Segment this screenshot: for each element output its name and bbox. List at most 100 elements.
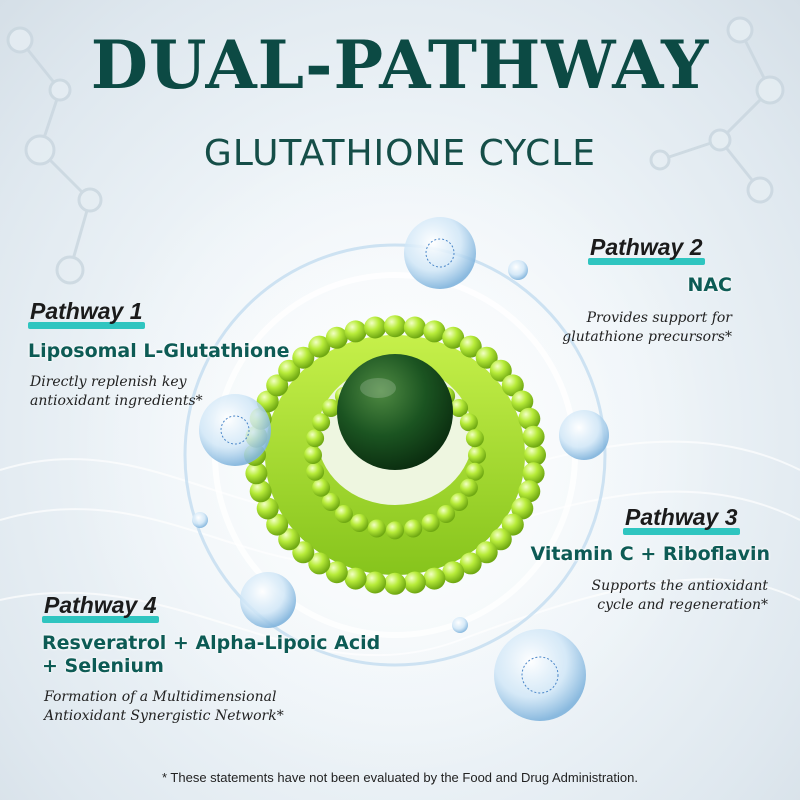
pathway-1-desc-line: antioxidant ingredients*: [30, 392, 203, 409]
lipid-head-outer: [266, 513, 289, 536]
lipid-head-outer: [442, 561, 465, 584]
pathway-2-desc-line: Provides support for: [586, 310, 732, 326]
bubble-top: [404, 217, 476, 289]
lipid-head-outer: [325, 326, 348, 349]
pathway-4-name-line: + Selenium: [42, 654, 164, 677]
lipid-head-inner: [312, 413, 331, 432]
page-title: DUAL-PATHWAY: [90, 26, 710, 104]
lipid-head-outer: [384, 315, 406, 338]
lipid-head-outer: [442, 326, 465, 349]
lipid-head-outer: [522, 462, 545, 485]
lipid-head-outer: [249, 480, 272, 503]
pathway-2-tag-label: Pathway 2: [590, 234, 703, 260]
pathway-1-desc: Directly replenish key antioxidant ingre…: [30, 373, 203, 411]
lipid-head-outer: [364, 571, 387, 594]
pathway-2-desc-line: glutathione precursors*: [562, 328, 732, 345]
lipid-head-outer: [518, 480, 541, 503]
lipid-head-outer: [266, 374, 289, 397]
pathway-4-desc: Formation of a Multidimensional Antioxid…: [44, 688, 284, 726]
lipid-head-outer: [384, 572, 406, 595]
lipid-head-outer: [308, 335, 331, 358]
pathway-2-desc: Provides support for glutathione precurs…: [562, 309, 732, 347]
pathway-3-desc-line: Supports the antioxidant: [591, 578, 768, 594]
pathway-1-desc-line: Directly replenish key: [30, 374, 187, 390]
lipid-head-outer: [501, 374, 524, 397]
lipid-head-inner: [367, 519, 386, 538]
lipid-head-outer: [256, 497, 279, 520]
lipid-head-outer: [292, 346, 315, 369]
lipid-head-inner: [306, 429, 325, 448]
bubble-tiny-3: [192, 512, 208, 528]
bubble-lower-left: [240, 572, 296, 628]
lipid-head-inner: [468, 446, 486, 464]
bubble-left: [199, 394, 271, 466]
lipid-head-inner: [306, 462, 325, 481]
lipid-head-inner: [312, 478, 331, 497]
pathway-4-tag-label: Pathway 4: [44, 592, 157, 618]
pathway-4-underline: [42, 616, 159, 623]
glutathione-core: [337, 354, 453, 470]
lipid-head-inner: [321, 493, 340, 511]
lipid-head-inner: [386, 521, 404, 540]
lipid-head-outer: [475, 346, 498, 369]
lipid-head-outer: [518, 407, 541, 430]
pathway-3-underline: [623, 528, 740, 535]
pathway-4-name-line: Resveratrol + Alpha-Lipoic Acid: [42, 632, 381, 654]
page-subtitle: GLUTATHIONE CYCLE: [203, 133, 597, 174]
lipid-head-outer: [344, 567, 367, 590]
lipid-head-outer: [511, 497, 534, 520]
lipid-head-inner: [334, 505, 353, 523]
pathway-4-tag: Pathway 4: [42, 592, 159, 623]
lipid-head-outer: [423, 320, 446, 343]
lipid-head-outer: [278, 528, 301, 551]
pathway-3-tag: Pathway 3: [623, 504, 740, 535]
lipid-head-inner: [465, 462, 484, 481]
lipid-head-outer: [501, 513, 524, 536]
pathway-1-tag-label: Pathway 1: [30, 298, 143, 324]
pathway-2-tag: Pathway 2: [588, 234, 705, 265]
pathway-2-underline: [588, 258, 705, 265]
pathway-1-name: Liposomal L-Glutathione: [28, 340, 290, 362]
pathway-4-desc-line: Formation of a Multidimensional: [44, 689, 277, 705]
pathway-4-desc-line: Antioxidant Synergistic Network*: [44, 707, 284, 724]
lipid-head-outer: [489, 528, 512, 551]
lipid-head-outer: [475, 541, 498, 564]
bubble-tiny-1: [508, 260, 528, 280]
lipid-head-outer: [459, 335, 482, 358]
bubble-tiny-2: [452, 617, 468, 633]
pathway-3-desc-line: cycle and regeneration*: [597, 596, 768, 613]
pathway-3-tag-label: Pathway 3: [625, 504, 738, 530]
lipid-head-outer: [245, 462, 268, 485]
lipid-head-outer: [292, 541, 315, 564]
lipid-head-outer: [308, 552, 331, 575]
lipid-head-inner: [459, 478, 478, 497]
molecule-lattice-right: [649, 16, 785, 204]
lipid-head-inner: [421, 514, 440, 532]
pathway-4-name: Resveratrol + Alpha-Lipoic Acid + Seleni…: [42, 632, 380, 678]
pathway-2-name: NAC: [687, 274, 732, 296]
lipid-head-inner: [465, 429, 484, 448]
bubble-right-small: [559, 410, 609, 460]
lipid-head-outer: [344, 320, 367, 343]
lipid-head-inner: [404, 519, 423, 538]
pathway-3-desc: Supports the antioxidant cycle and regen…: [591, 577, 768, 615]
lipid-head-outer: [489, 359, 512, 382]
lipid-head-inner: [450, 493, 469, 511]
lipid-head-outer: [524, 444, 546, 466]
fda-disclaimer: * These statements have not been evaluat…: [161, 770, 638, 785]
pathway-1-underline: [28, 322, 145, 329]
lipid-head-outer: [278, 359, 301, 382]
pathway-3-name: Vitamin C + Riboflavin: [530, 543, 770, 565]
lipid-head-inner: [350, 514, 369, 532]
lipid-head-outer: [364, 316, 387, 339]
lipid-head-inner: [304, 446, 322, 464]
lipid-head-outer: [459, 552, 482, 575]
bubble-lower-right: [494, 629, 586, 721]
lipid-head-outer: [511, 390, 534, 413]
molecule-lattice-left: [6, 26, 103, 285]
pathway-1-tag: Pathway 1: [28, 298, 145, 329]
lipid-head-inner: [450, 399, 469, 417]
lipid-head-outer: [403, 571, 426, 594]
